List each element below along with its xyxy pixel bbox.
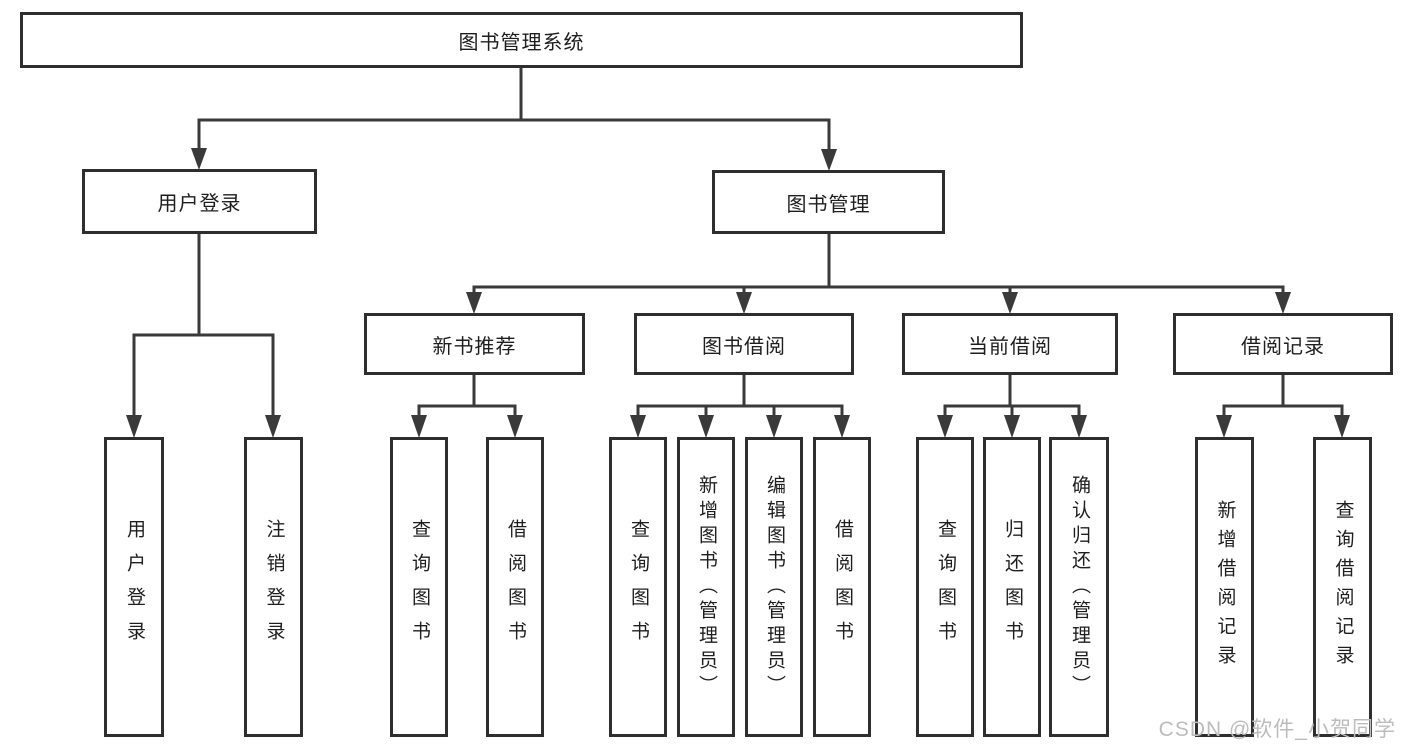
leaf-bb-query-books: 查询图书 <box>609 437 667 737</box>
leaf-user-login: 用户登录 <box>104 437 164 737</box>
leaf-bb-add-books-admin-label: 新增图书（管理员） <box>696 474 717 700</box>
leaf-cb-query-books-label: 查询图书 <box>935 519 956 655</box>
leaf-cb-return-books: 归还图书 <box>983 437 1041 737</box>
leaf-logout-label: 注销登录 <box>263 519 285 655</box>
node-book-mgmt-label: 图书管理 <box>786 193 871 216</box>
connector-borrow-records-children <box>1216 375 1350 438</box>
node-book-borrow: 图书借阅 <box>634 313 854 375</box>
leaf-br-query-record: 查询借阅记录 <box>1313 437 1372 737</box>
node-user-login-label: 用户登录 <box>157 193 242 215</box>
leaf-br-add-record-label: 新增借阅记录 <box>1214 500 1236 674</box>
node-borrow-records: 借阅记录 <box>1173 313 1393 375</box>
node-new-book-rec: 新书推荐 <box>364 313 585 375</box>
node-borrow-records-label: 借阅记录 <box>1241 335 1325 358</box>
node-new-book-rec-label: 新书推荐 <box>432 335 517 358</box>
leaf-bb-add-books-admin: 新增图书（管理员） <box>677 437 735 737</box>
node-root-system-label: 图书管理系统 <box>458 31 585 54</box>
connector-user-login-children <box>126 234 281 438</box>
leaf-cb-confirm-return-admin: 确认归还（管理员） <box>1049 437 1109 737</box>
leaf-bb-edit-books-admin-label: 编辑图书（管理员） <box>764 474 785 700</box>
leaf-cb-query-books: 查询图书 <box>916 437 974 737</box>
connector-new-book-rec-children <box>411 375 523 438</box>
node-book-mgmt: 图书管理 <box>712 170 945 234</box>
connector-current-borrow-children <box>937 375 1087 438</box>
leaf-nbr-query-books: 查询图书 <box>390 437 448 737</box>
leaf-cb-confirm-return-admin-label: 确认归还（管理员） <box>1069 474 1090 700</box>
leaf-nbr-query-books-label: 查询图书 <box>409 519 430 655</box>
leaf-bb-edit-books-admin: 编辑图书（管理员） <box>745 437 803 737</box>
leaf-nbr-borrow-books-label: 借阅图书 <box>505 519 526 655</box>
leaf-br-query-record-label: 查询借阅记录 <box>1332 500 1354 674</box>
connector-book-mgmt-children <box>466 234 1291 314</box>
leaf-br-add-record: 新增借阅记录 <box>1195 437 1254 737</box>
node-current-borrow-label: 当前借阅 <box>968 335 1052 358</box>
connector-root-to-branches <box>191 66 837 171</box>
leaf-nbr-borrow-books: 借阅图书 <box>486 437 544 737</box>
leaf-logout: 注销登录 <box>244 437 303 737</box>
leaf-bb-borrow-books: 借阅图书 <box>813 437 871 737</box>
connector-book-borrow-children <box>630 375 850 438</box>
node-current-borrow: 当前借阅 <box>902 313 1118 375</box>
leaf-bb-borrow-books-label: 借阅图书 <box>832 519 853 655</box>
watermark: CSDN @软件_小贺同学 <box>1158 718 1396 741</box>
leaf-bb-query-books-label: 查询图书 <box>628 519 649 655</box>
leaf-user-login-label: 用户登录 <box>124 519 145 655</box>
node-root-system: 图书管理系统 <box>20 12 1023 68</box>
node-book-borrow-label: 图书借阅 <box>702 335 786 358</box>
leaf-cb-return-books-label: 归还图书 <box>1002 519 1023 655</box>
node-user-login: 用户登录 <box>82 169 317 234</box>
